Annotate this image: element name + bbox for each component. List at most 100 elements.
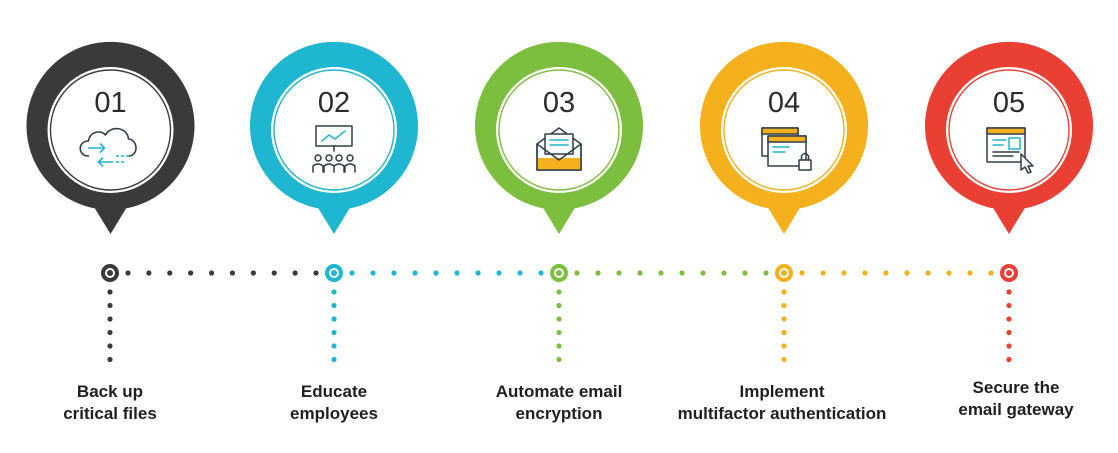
step-03-label-line1: Automate email bbox=[495, 382, 623, 401]
timeline-dot bbox=[496, 270, 502, 276]
step-02-label-line1: Educate bbox=[300, 382, 368, 401]
connector-dot bbox=[331, 302, 337, 309]
step-03-inner-disc bbox=[496, 67, 622, 193]
connector-dot bbox=[331, 316, 337, 322]
timeline-node-03 bbox=[550, 264, 568, 282]
timeline-node-05 bbox=[1000, 264, 1018, 282]
timeline-node-02 bbox=[325, 264, 343, 282]
step-03-label-line2: encryption bbox=[515, 404, 603, 423]
step-04-inner-ring bbox=[723, 69, 845, 191]
connector-dot bbox=[556, 343, 562, 349]
timeline-dot bbox=[574, 270, 580, 276]
timeline-dot bbox=[988, 270, 994, 276]
step-02-label: Educate employees bbox=[214, 381, 454, 425]
connector-dot bbox=[781, 289, 787, 295]
connector-dot bbox=[781, 356, 787, 363]
connector-dot bbox=[556, 289, 562, 295]
timeline-dot bbox=[433, 270, 439, 276]
connector-dot bbox=[107, 316, 113, 322]
timeline-dot bbox=[700, 270, 706, 276]
timeline-dot bbox=[658, 270, 664, 276]
connector-dot bbox=[781, 329, 787, 336]
browser-cursor-icon bbox=[986, 127, 1034, 174]
step-05-label-line2: email gateway bbox=[958, 400, 1074, 419]
connector-dot bbox=[1006, 356, 1012, 363]
timeline-node-04 bbox=[775, 264, 793, 282]
step-03-label: Automate email encryption bbox=[439, 381, 679, 425]
step-05-inner-ring bbox=[948, 69, 1070, 191]
timeline-dot bbox=[208, 270, 215, 276]
connector-dot bbox=[107, 302, 113, 309]
timeline-dot bbox=[250, 270, 256, 276]
connector-dot bbox=[107, 329, 113, 336]
timeline-dot bbox=[721, 270, 727, 276]
step-04-number: 04 bbox=[768, 87, 800, 119]
step-01-inner-ring bbox=[49, 69, 172, 191]
timeline-dot bbox=[820, 270, 826, 276]
timeline-dot bbox=[637, 270, 643, 276]
step-01-label-line1: Back up bbox=[76, 382, 144, 401]
cloud-backup-icon bbox=[79, 127, 137, 167]
connector-dot bbox=[331, 343, 337, 349]
step-04-label: Implement multifactor authentication bbox=[662, 381, 902, 425]
timeline-dot bbox=[229, 270, 236, 276]
connector-dot bbox=[781, 343, 787, 349]
timeline-dot bbox=[799, 270, 805, 276]
step-02-inner-ring bbox=[273, 69, 395, 191]
timeline-dot bbox=[763, 270, 769, 276]
timeline-dot bbox=[616, 270, 622, 276]
step-01-marker: 01 bbox=[26, 41, 195, 235]
timeline-dot bbox=[349, 270, 355, 276]
timeline-dot bbox=[412, 270, 418, 276]
timeline bbox=[107, 270, 1012, 363]
step-02-number: 02 bbox=[318, 87, 350, 119]
step-03-number: 03 bbox=[543, 87, 575, 119]
timeline-dot bbox=[454, 270, 460, 276]
step-04-label-line1: Implement bbox=[739, 382, 825, 401]
step-04-marker: 04 bbox=[700, 41, 869, 235]
timeline-dot bbox=[391, 270, 397, 276]
connector-dot bbox=[1006, 343, 1012, 349]
connector-dot bbox=[107, 343, 113, 349]
step-02-inner-disc bbox=[271, 67, 397, 193]
connector-dot bbox=[1006, 329, 1012, 336]
timeline-dot bbox=[292, 270, 298, 276]
timeline-dot bbox=[862, 270, 868, 276]
step-02-marker: 02 bbox=[249, 41, 418, 234]
timeline-dot bbox=[595, 270, 601, 276]
timeline-dot bbox=[313, 270, 319, 276]
step-05-number: 05 bbox=[993, 87, 1025, 119]
timeline-dot bbox=[188, 270, 194, 276]
connector-dot bbox=[1006, 289, 1012, 295]
timeline-dot bbox=[475, 270, 481, 276]
connector-dot bbox=[556, 356, 562, 363]
timeline-dot bbox=[146, 270, 152, 276]
timeline-dot bbox=[370, 270, 376, 276]
timeline-dot bbox=[538, 270, 544, 276]
connector-dot bbox=[556, 329, 562, 336]
connector-dot bbox=[331, 356, 337, 363]
connector-dot bbox=[331, 289, 337, 295]
email-envelope-icon bbox=[536, 127, 582, 171]
step-02-label-line2: employees bbox=[290, 404, 378, 423]
step-01-label-line2: critical files bbox=[63, 404, 157, 423]
timeline-dot bbox=[125, 270, 131, 276]
connector-dot bbox=[1006, 316, 1012, 322]
step-05-marker: 05 bbox=[925, 41, 1094, 235]
timeline-dot bbox=[167, 270, 173, 276]
step-04-label-line2: multifactor authentication bbox=[677, 404, 887, 423]
timeline-dot bbox=[271, 270, 277, 276]
timeline-dot bbox=[946, 270, 952, 276]
timeline-dot bbox=[925, 270, 931, 276]
connector-dot bbox=[781, 302, 787, 309]
timeline-dot bbox=[967, 270, 973, 276]
connector-dot bbox=[1006, 302, 1012, 309]
step-05-label-line1: Secure the bbox=[972, 378, 1060, 397]
step-05-label: Secure the email gateway bbox=[896, 377, 1118, 421]
timeline-dot bbox=[883, 270, 889, 276]
timeline-dot bbox=[679, 270, 685, 276]
connector-dot bbox=[107, 356, 113, 363]
connector-dot bbox=[781, 316, 787, 322]
step-03-inner-ring bbox=[498, 69, 620, 191]
